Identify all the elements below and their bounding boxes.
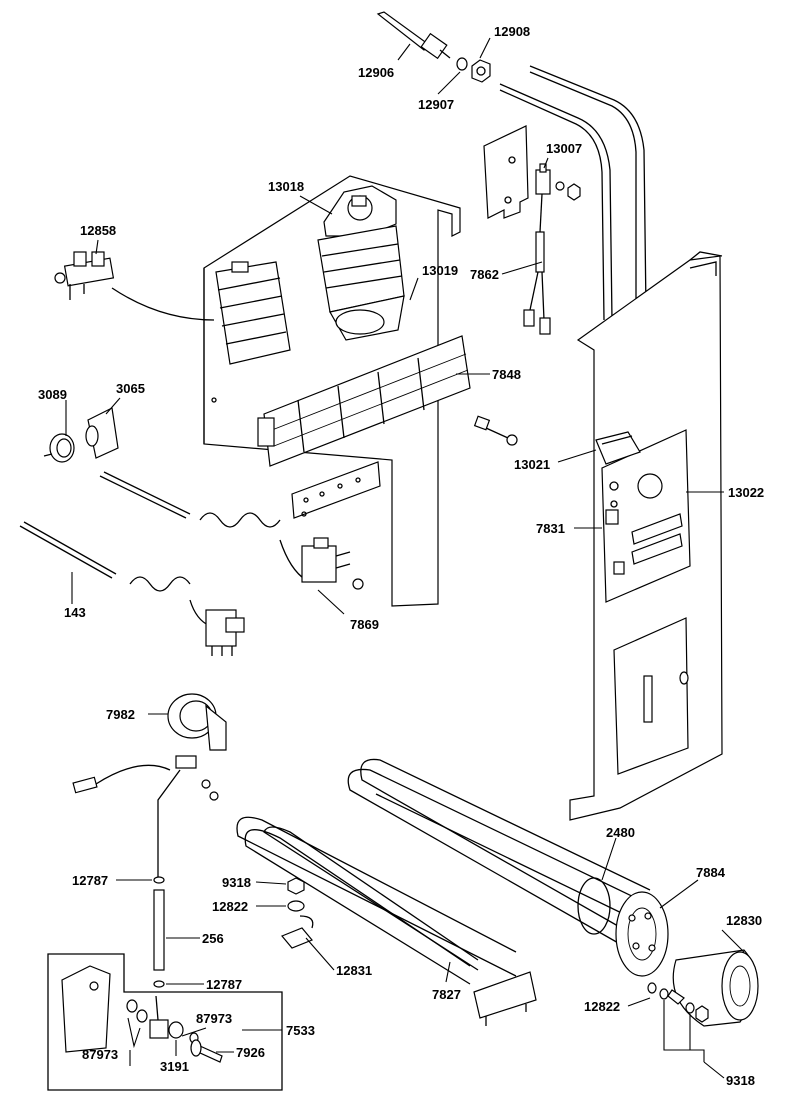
nut-9318-a	[287, 877, 305, 895]
mounting-plate	[483, 125, 529, 219]
callout-7831: 7831	[536, 521, 565, 536]
capillary-143	[19, 521, 211, 627]
callout-7848: 7848	[492, 367, 521, 382]
callout-7884: 7884	[696, 865, 726, 880]
fasteners-bottom-right	[647, 982, 709, 1023]
callout-12787-b: 12787	[206, 977, 242, 992]
callout-7982: 7982	[106, 707, 135, 722]
selector-switch-13018	[317, 185, 405, 341]
terminal-strip-13019	[257, 335, 471, 467]
pressure-switch-7982	[72, 693, 227, 880]
callout-labels: 12906 12907 12908 13007 13018 12858 1301…	[38, 24, 764, 1088]
gasket-2480	[577, 877, 611, 935]
callout-12906: 12906	[358, 65, 394, 80]
capillary-7869	[99, 471, 307, 581]
bracket-12831	[281, 915, 314, 949]
callout-87973-a: 87973	[196, 1011, 232, 1026]
callout-2480: 2480	[606, 825, 635, 840]
callout-9318-b: 9318	[726, 1073, 755, 1088]
switch-13007	[523, 163, 581, 335]
callout-12858: 12858	[80, 223, 116, 238]
washer-12822-a	[287, 900, 305, 912]
callout-12908: 12908	[494, 24, 530, 39]
thermostat-7869	[301, 537, 364, 590]
thermostat-143	[205, 609, 245, 656]
callout-12907: 12907	[418, 97, 454, 112]
washer-12907	[456, 57, 468, 71]
callout-12787-a: 12787	[72, 873, 108, 888]
callout-12822-b: 12822	[584, 999, 620, 1014]
callout-9318-a: 9318	[222, 875, 251, 890]
callout-143: 143	[64, 605, 86, 620]
capillary-tubes	[499, 65, 647, 321]
callout-256: 256	[202, 931, 224, 946]
callout-7869: 7869	[350, 617, 379, 632]
callout-7827: 7827	[432, 987, 461, 1002]
callout-12830: 12830	[726, 913, 762, 928]
callout-13021: 13021	[514, 457, 550, 472]
element-7884	[347, 758, 669, 977]
callout-13018: 13018	[268, 179, 304, 194]
probe-12906	[376, 11, 451, 60]
tube-256	[153, 876, 165, 988]
bracket-7848	[291, 461, 381, 519]
callout-3089: 3089	[38, 387, 67, 402]
control-panel-13022	[601, 429, 691, 603]
cover-12830	[672, 949, 759, 1027]
callout-12831: 12831	[336, 963, 372, 978]
terminal-12858	[54, 251, 215, 321]
callout-7926: 7926	[236, 1045, 265, 1060]
callout-3191: 3191	[160, 1059, 189, 1074]
callout-3065: 3065	[116, 381, 145, 396]
thermostat-3065	[85, 407, 119, 459]
switch-13021	[595, 431, 641, 465]
screw-7848	[473, 415, 518, 446]
nut-12908	[471, 59, 491, 83]
callout-13019: 13019	[422, 263, 458, 278]
callout-87973-b: 87973	[82, 1047, 118, 1062]
callout-12822-a: 12822	[212, 899, 248, 914]
element-7827	[236, 816, 537, 1026]
callout-7533: 7533	[286, 1023, 315, 1038]
leader-lines	[65, 37, 745, 1079]
access-plate	[613, 617, 689, 775]
callout-7862: 7862	[470, 267, 499, 282]
contactor-block	[215, 261, 291, 365]
callout-13022: 13022	[728, 485, 764, 500]
callout-13007: 13007	[546, 141, 582, 156]
assembly-7533	[47, 953, 283, 1091]
knob-3089	[43, 433, 75, 463]
